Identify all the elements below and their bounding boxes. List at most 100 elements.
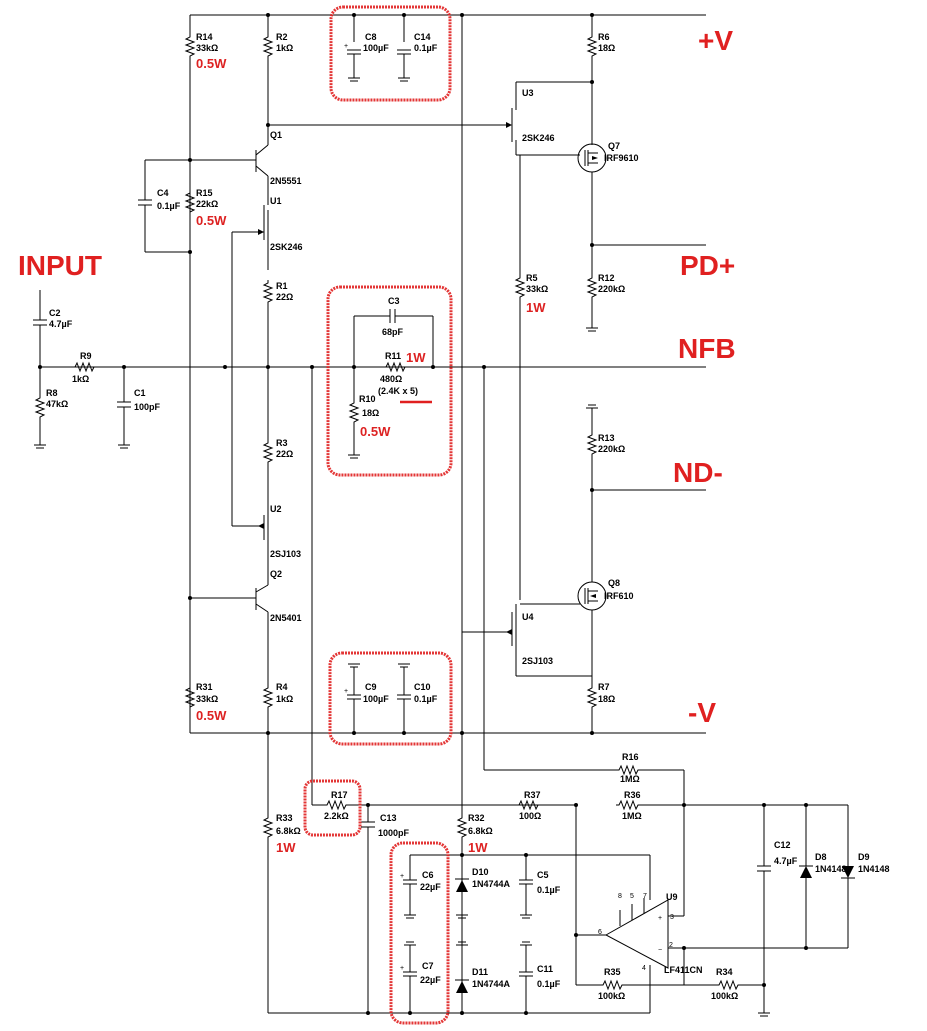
component-label: R36: [624, 790, 641, 800]
rail-label: PD+: [680, 250, 735, 281]
component-label: LF411CN: [664, 965, 703, 975]
component-label: 2SJ103: [270, 549, 301, 559]
component-label: 100kΩ: [711, 991, 738, 1001]
component-label: 220kΩ: [598, 444, 625, 454]
component-label: 1N4744A: [472, 979, 511, 989]
svg-text:+: +: [344, 688, 348, 695]
component-label: 1N4148: [815, 864, 847, 874]
pin-number: 4: [642, 965, 646, 972]
component-label: C11: [537, 964, 553, 974]
component-label: R34: [716, 967, 733, 977]
svg-text:−: −: [658, 947, 662, 954]
component-label: R31: [196, 682, 213, 692]
component-label: C2: [49, 308, 61, 318]
component-label: R15: [196, 188, 213, 198]
pin-numbers: 8 5 7 3 6 2 4: [598, 893, 674, 972]
component-label: 1N4744A: [472, 879, 511, 889]
component-label: 1N4148: [858, 864, 890, 874]
component-label: R37: [524, 790, 541, 800]
component-label: 2SJ103: [522, 656, 553, 666]
component-label: 1000pF: [378, 828, 410, 838]
svg-text:+: +: [400, 965, 404, 972]
component-label: 480Ω: [380, 374, 402, 384]
component-label: 22Ω: [276, 449, 293, 459]
component-label: 2N5551: [270, 176, 302, 186]
component-label: R14: [196, 32, 213, 42]
component-label: 22kΩ: [196, 199, 218, 209]
pin-number: 5: [630, 893, 634, 900]
component-label: U3: [522, 88, 534, 98]
component-label: R4: [276, 682, 288, 692]
component-label: C14: [414, 32, 431, 42]
component-label: C13: [380, 813, 397, 823]
component-label: C1: [134, 388, 146, 398]
component-label: 1MΩ: [620, 774, 640, 784]
component-label: R11: [385, 351, 401, 361]
component-label: C7: [422, 961, 434, 971]
component-label: 100Ω: [519, 811, 541, 821]
rail-label: NFB: [678, 333, 736, 364]
pin-number: 8: [618, 893, 622, 900]
component-label: C6: [422, 870, 434, 880]
component-label: R7: [598, 682, 610, 692]
component-label: C8: [365, 32, 377, 42]
component-label: R3: [276, 438, 288, 448]
component-label: 100µF: [363, 694, 389, 704]
component-label: R17: [331, 790, 348, 800]
component-label: 18Ω: [598, 43, 615, 53]
component-label: 2SK246: [270, 242, 303, 252]
power-rating: 1W: [276, 840, 296, 855]
component-label: R32: [468, 813, 485, 823]
component-label: C4: [157, 188, 169, 198]
rail-label: +V: [698, 25, 733, 56]
component-label: R6: [598, 32, 610, 42]
component-label: C9: [365, 682, 377, 692]
component-label: 18Ω: [362, 408, 379, 418]
component-label: R9: [80, 351, 92, 361]
rail-label: ND-: [673, 457, 723, 488]
component-label: R33: [276, 813, 293, 823]
component-label: IRF610: [604, 591, 634, 601]
component-label: 0.1µF: [414, 694, 438, 704]
component-label: 68pF: [382, 327, 404, 337]
component-label: R16: [622, 752, 639, 762]
pin-number: 3: [670, 914, 674, 921]
component-label: U2: [270, 504, 282, 514]
component-label: D9: [858, 852, 870, 862]
component-label: 1kΩ: [276, 694, 293, 704]
component-label: 22µF: [420, 882, 441, 892]
component-label: R5: [526, 273, 538, 283]
component-label: 2.2kΩ: [324, 811, 349, 821]
component-label: 1kΩ: [72, 374, 89, 384]
power-rating: 1W: [468, 840, 488, 855]
component-label: R8: [46, 388, 58, 398]
component-label: 4.7µF: [774, 856, 798, 866]
component-label: R10: [359, 394, 376, 404]
component-label: Q7: [608, 141, 620, 151]
component-label: 220kΩ: [598, 284, 625, 294]
svg-text:+: +: [658, 915, 662, 922]
component-label: R1: [276, 281, 288, 291]
component-label: C5: [537, 870, 549, 880]
component-label: 0.1µF: [537, 979, 561, 989]
pin-number: 6: [598, 929, 602, 936]
component-label: 4.7µF: [49, 319, 73, 329]
component-label: C10: [414, 682, 431, 692]
component-label: 33kΩ: [196, 694, 218, 704]
component-label: D10: [472, 867, 489, 877]
component-label: 100pF: [134, 402, 161, 412]
power-rating: 0.5W: [196, 56, 227, 71]
pin-number: 7: [643, 893, 647, 900]
component-label: 0.1µF: [414, 43, 438, 53]
wiring: +: [33, 13, 855, 1017]
component-label: 2SK246: [522, 133, 555, 143]
component-label: 1MΩ: [622, 811, 642, 821]
component-label: R2: [276, 32, 288, 42]
component-label: Q2: [270, 569, 282, 579]
component-label: 22µF: [420, 975, 441, 985]
pin-number: 2: [669, 942, 673, 949]
